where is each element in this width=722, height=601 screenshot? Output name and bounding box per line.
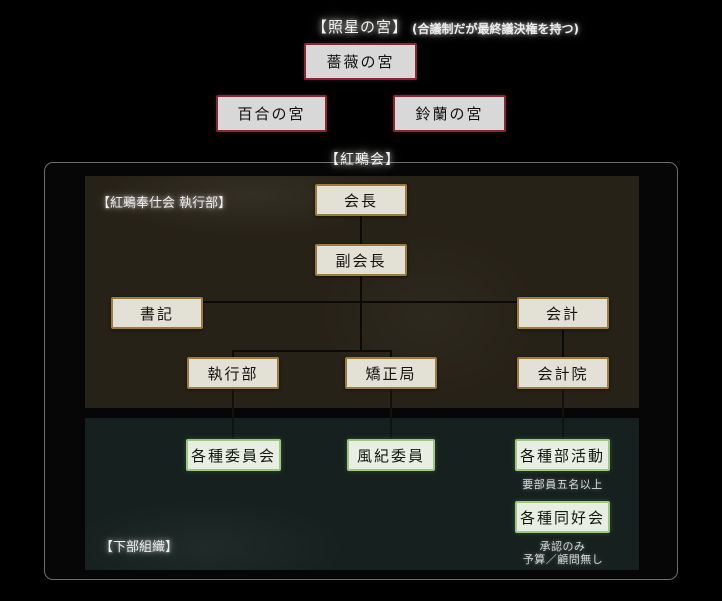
council-title: 【紅鵐会】 [325, 152, 400, 168]
node-kaikei[interactable]: 会計 [517, 297, 609, 329]
node-kyouseikyoku[interactable]: 矯正局 [345, 357, 437, 389]
connector-kaicho-fukukaicho [360, 216, 362, 244]
node-fukukaicho[interactable]: 副会長 [315, 244, 407, 276]
top-section-subtitle: (合議制だが最終議決権を持つ) [412, 22, 579, 36]
node-shoki[interactable]: 書記 [111, 297, 203, 329]
connector-drop-katsudou [562, 418, 564, 440]
note-doukoukai-line2: 予算／顧問無し [522, 553, 604, 566]
connector-bus-lower [232, 350, 392, 352]
connector-spine-mid [360, 301, 362, 352]
node-kaikeiin[interactable]: 会計院 [517, 357, 609, 389]
node-fuuki-iin[interactable]: 風紀委員 [347, 439, 435, 471]
connector-shikkoubu-to-iinkai [232, 389, 234, 440]
connector-kaikei-kaikeiin [562, 330, 564, 362]
node-shikkoubu[interactable]: 執行部 [187, 357, 279, 389]
executive-panel-label: 【紅鵐奉仕会 執行部】 [97, 196, 232, 211]
node-kaicho[interactable]: 会長 [315, 184, 407, 216]
connector-fukukaicho-down [360, 276, 362, 302]
node-yuri-no-miya[interactable]: 百合の宮 [216, 95, 327, 132]
connector-kyouseikyoku-to-fuuki [390, 389, 392, 440]
connector-to-shikkoubu [232, 350, 234, 362]
connector-drop-fuuki [390, 418, 392, 440]
connector-drop-iinkai [232, 418, 234, 440]
node-kakushu-doukoukai[interactable]: 各種同好会 [515, 501, 610, 533]
lower-panel-label: 【下部組織】 [100, 540, 179, 555]
connector-kaikeiin-to-katsudou [562, 389, 564, 440]
top-section-title: 【照星の宮】 [312, 18, 409, 36]
connector-to-kyouseikyoku [390, 350, 392, 362]
note-doukoukai-line1: 承認のみ [539, 540, 586, 553]
node-suzuran-no-miya[interactable]: 鈴蘭の宮 [393, 95, 506, 132]
note-bukatsudou: 要部員五名以上 [522, 478, 603, 491]
node-bara-no-miya[interactable]: 薔薇の宮 [304, 43, 417, 80]
node-kakushu-bukatsudou[interactable]: 各種部活動 [515, 439, 610, 471]
node-kakushu-iinkai[interactable]: 各種委員会 [186, 439, 281, 471]
